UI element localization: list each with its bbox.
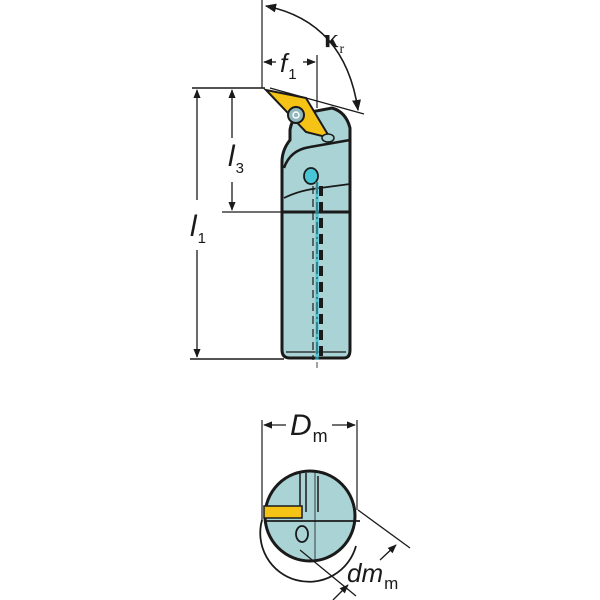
dmm-label: dmm <box>347 558 399 593</box>
end-view <box>259 420 411 600</box>
dmm-arrow-bottom <box>332 584 349 600</box>
insert-end-view <box>263 505 303 519</box>
f1-label: f1 <box>280 48 297 83</box>
dmm-arrow-top <box>379 544 397 561</box>
dm-label: Dm <box>290 409 328 446</box>
kappa-r-arc <box>264 3 361 112</box>
side-view <box>190 0 365 368</box>
coolant-hole <box>295 525 309 543</box>
l1-label: l1 <box>190 210 207 247</box>
coolant-outlet <box>303 167 319 185</box>
l3-label: l3 <box>228 140 245 177</box>
min-bore-arc <box>259 519 357 583</box>
kappa-r-label: κr <box>324 24 345 57</box>
insert-screw-icon <box>287 106 305 124</box>
